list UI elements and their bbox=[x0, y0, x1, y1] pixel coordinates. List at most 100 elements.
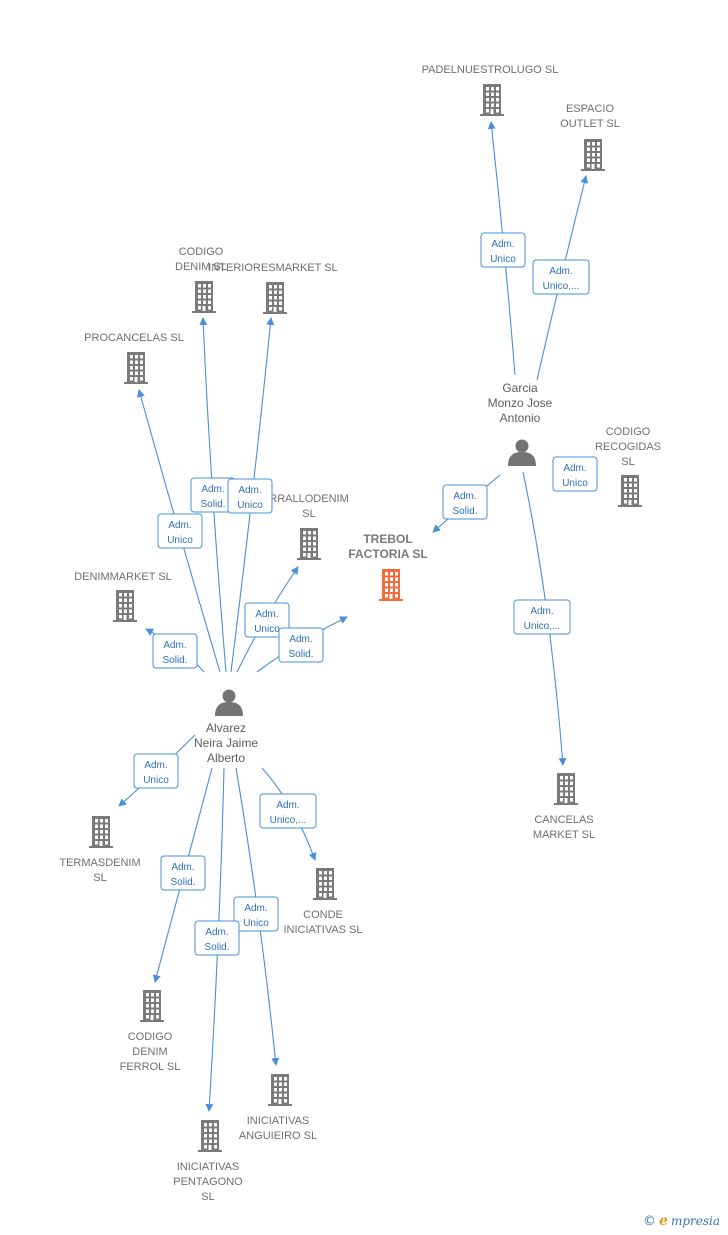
building-icon bbox=[89, 816, 113, 848]
badge-box bbox=[157, 513, 203, 549]
company-node-conde[interactable]: CONDE INICIATIVAS SL bbox=[283, 868, 363, 936]
badge-text-line: Adm. bbox=[491, 239, 514, 250]
role-badge[interactable]: Adm.Unico bbox=[233, 896, 279, 932]
company-node-procancelas[interactable]: PROCANCELAS SL bbox=[84, 332, 184, 384]
node-label-line: INTERIORESMARKET SL bbox=[208, 262, 337, 274]
building-icon bbox=[192, 281, 216, 313]
badge-box bbox=[259, 793, 317, 829]
node-label-line: Garcia bbox=[502, 381, 538, 395]
person-icon bbox=[508, 439, 536, 466]
role-badge[interactable]: Adm.Unico,... bbox=[513, 599, 571, 635]
building-icon bbox=[268, 1074, 292, 1106]
role-badge[interactable]: Adm.Solid. bbox=[152, 633, 198, 669]
node-label-line: ANGUIEIRO SL bbox=[239, 1130, 317, 1142]
node-label-line: CODIGO bbox=[606, 426, 651, 438]
role-badge[interactable]: Adm. Unico bbox=[227, 478, 273, 514]
company-node-termas[interactable]: TERMASDENIM SL bbox=[59, 816, 141, 884]
role-badge[interactable]: Adm.Solid. bbox=[190, 477, 236, 513]
node-label-line: PENTAGONO bbox=[173, 1176, 243, 1188]
badge-text-line: Unico,... bbox=[543, 281, 580, 292]
badge-text-line: Unico bbox=[143, 775, 169, 786]
node-label-line: PROCANCELAS SL bbox=[84, 332, 184, 344]
node-label-line: INICIATIVAS bbox=[247, 1115, 310, 1127]
badge-text-line: Adm. bbox=[171, 862, 194, 873]
badge-text-line: Adm. bbox=[201, 484, 224, 495]
badge-text-line: Solid. bbox=[288, 649, 313, 660]
badge-text-line: Unico,... bbox=[524, 621, 561, 632]
role-badge[interactable]: Adm.Unico bbox=[157, 513, 203, 549]
badge-text-line: Adm. bbox=[289, 634, 312, 645]
badge-text-line: Unico bbox=[562, 478, 588, 489]
node-label-line: Monzo Jose bbox=[488, 396, 553, 410]
building-icon bbox=[198, 1120, 222, 1152]
copyright-symbol: © bbox=[643, 1213, 657, 1229]
company-node-interiores[interactable]: INTERIORESMARKET SL bbox=[208, 262, 338, 314]
brand-logo-e: e bbox=[659, 1213, 668, 1229]
role-badge[interactable]: Adm. Unico,... bbox=[532, 259, 590, 295]
node-label-line: MARKET SL bbox=[533, 829, 595, 841]
building-icon bbox=[313, 868, 337, 900]
badge-box bbox=[160, 855, 206, 891]
node-label-line: Alberto bbox=[207, 751, 245, 765]
badge-text-line: Solid. bbox=[452, 506, 477, 517]
node-label-line: CONDE bbox=[303, 909, 343, 921]
role-badge[interactable]: Adm.Unico bbox=[552, 456, 598, 492]
company-node-padel[interactable]: PADELNUESTROLUGO SL bbox=[422, 64, 559, 116]
node-label-line: Alvarez bbox=[206, 721, 246, 735]
badge-box bbox=[194, 920, 240, 956]
building-icon bbox=[554, 773, 578, 805]
badge-box bbox=[152, 633, 198, 669]
badge-text-line: Adm. bbox=[549, 266, 572, 277]
building-icon bbox=[124, 352, 148, 384]
role-badge[interactable]: Adm.Unico bbox=[244, 602, 290, 638]
person-icon bbox=[215, 689, 243, 716]
node-label-line: DENIM bbox=[132, 1046, 167, 1058]
node-label-line: RRALLODENIM bbox=[269, 493, 348, 505]
badge-box bbox=[480, 232, 526, 268]
role-badge[interactable]: Adm.Unico,... bbox=[259, 793, 317, 829]
badge-text-line: Unico bbox=[237, 500, 263, 511]
building-icon bbox=[581, 139, 605, 171]
role-badge[interactable]: Adm. Solid. bbox=[278, 627, 324, 663]
node-label-line: INICIATIVAS bbox=[177, 1161, 240, 1173]
badge-text-line: Adm. bbox=[255, 609, 278, 620]
badge-text-line: Unico bbox=[167, 535, 193, 546]
role-badge[interactable]: Adm.Solid. bbox=[194, 920, 240, 956]
building-icon bbox=[480, 84, 504, 116]
badge-text-line: Adm. bbox=[163, 640, 186, 651]
node-label-line: TREBOL bbox=[363, 532, 412, 546]
node-label-line: TERMASDENIM bbox=[59, 857, 140, 869]
node-label-line: CODIGO bbox=[128, 1031, 173, 1043]
badge-box bbox=[244, 602, 290, 638]
node-label-line: PADELNUESTROLUGO SL bbox=[422, 64, 559, 76]
node-label-line: Neira Jaime bbox=[194, 736, 258, 750]
role-badge[interactable]: Adm.Solid. bbox=[442, 484, 488, 520]
company-node-anguieiro[interactable]: INICIATIVAS ANGUIEIRO SL bbox=[239, 1074, 317, 1142]
badge-text-line: Adm. bbox=[276, 800, 299, 811]
node-label-line: SL bbox=[93, 872, 106, 884]
node-label-line: CANCELAS bbox=[534, 814, 593, 826]
building-icon bbox=[618, 475, 642, 507]
company-node-denimmarket[interactable]: DENIMMARKET SL bbox=[74, 571, 172, 622]
badge-box bbox=[442, 484, 488, 520]
role-badge[interactable]: Adm.Unico bbox=[133, 753, 179, 789]
role-badge[interactable]: Adm.Unico bbox=[480, 232, 526, 268]
badge-text-line: Adm. bbox=[238, 485, 261, 496]
badge-box bbox=[513, 599, 571, 635]
company-node-cancelas[interactable]: CANCELAS MARKET SL bbox=[533, 773, 595, 841]
node-label-line: INICIATIVAS SL bbox=[283, 924, 362, 936]
building-icon bbox=[379, 569, 403, 601]
role-badge[interactable]: Adm.Solid. bbox=[160, 855, 206, 891]
badge-box bbox=[552, 456, 598, 492]
